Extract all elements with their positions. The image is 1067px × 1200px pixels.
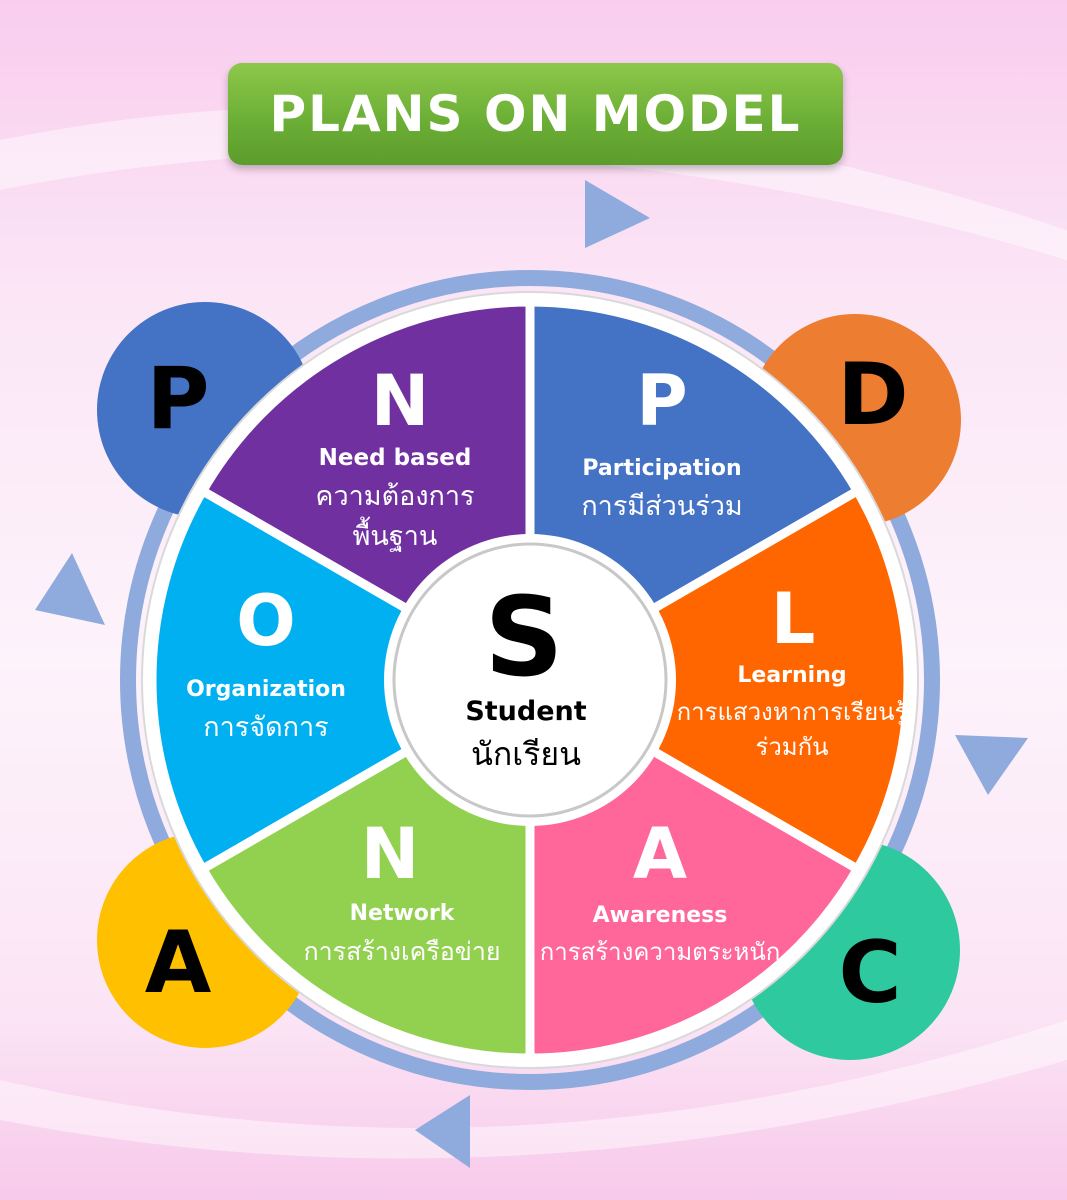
segment-organization (147, 486, 535, 874)
cycle-letter-d: D (837, 345, 908, 445)
cycle-ring (120, 270, 940, 1090)
segment-learning-letter: L (771, 578, 816, 660)
segment-participation-letter: P (636, 360, 687, 442)
wheel-segments (147, 297, 913, 1063)
arrow-right-icon (585, 180, 650, 248)
segment-learning-en: Learning (737, 663, 846, 688)
segment-network-letter: N (361, 813, 420, 895)
segment-network-en: Network (350, 901, 456, 926)
segment-awareness-th: การสร้างความตระหนัก (540, 938, 781, 966)
segment-network-th: การสร้างเครือข่าย (303, 937, 500, 966)
segment-need-th: ความต้องการ (315, 481, 474, 512)
segment-participation-th: การมีส่วนร่วม (581, 491, 742, 522)
background-swoosh (0, 1020, 1067, 1159)
segment-organization-letter: O (236, 580, 296, 662)
segment-awareness-letter: A (633, 813, 687, 895)
arrow-left-icon (415, 1095, 470, 1168)
arrow-down-icon (955, 735, 1028, 795)
segment-learning (525, 486, 913, 874)
arrow-up-icon (35, 553, 105, 625)
segment-participation-en: Participation (582, 456, 741, 481)
center-letter: S (484, 573, 563, 701)
segment-organization-en: Organization (186, 677, 346, 702)
segment-awareness-en: Awareness (593, 903, 728, 928)
segment-need-en: Need based (319, 445, 472, 471)
segment-need-letter: N (371, 360, 430, 442)
segment-learning-th2: ร่วมกัน (755, 733, 828, 761)
center-circle (392, 542, 668, 818)
title-banner: PLANS ON MODEL (228, 63, 843, 165)
center-label-en: Student (465, 696, 586, 727)
segment-need-th2: พื้นฐาน (353, 516, 438, 552)
segment-organization-th: การจัดการ (203, 712, 328, 743)
cycle-letter-p: P (146, 349, 209, 449)
cycle-letter-c: C (838, 923, 901, 1023)
page-title: PLANS ON MODEL (269, 85, 802, 143)
segment-learning-th: การแสวงหาการเรียนรู้ (677, 698, 908, 727)
center-label-th: นักเรียน (471, 735, 581, 773)
cycle-letter-a: A (145, 913, 212, 1013)
